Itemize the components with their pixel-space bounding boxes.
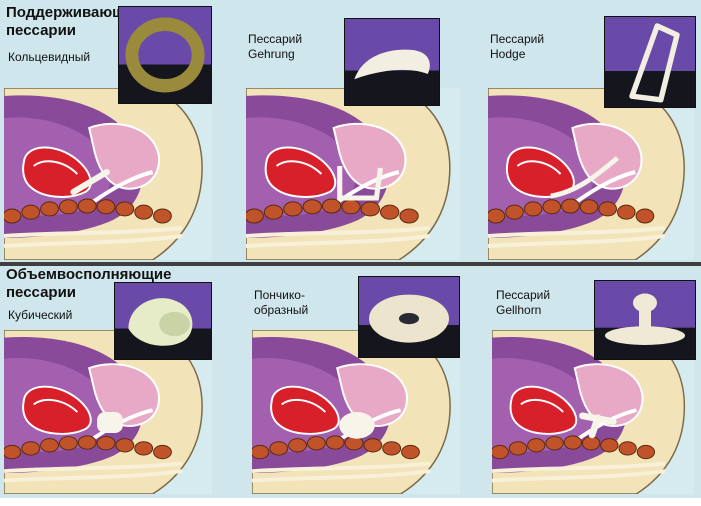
soft-tissue-line <box>4 226 183 238</box>
uterine-cavity <box>33 160 78 175</box>
device-photo <box>605 17 695 107</box>
device-photo <box>359 277 459 357</box>
anatomy-cross-section <box>488 88 685 260</box>
hodge-pessary-photo <box>604 16 696 108</box>
uterine-cavity <box>33 398 78 413</box>
sacrum <box>488 198 655 224</box>
donut-pessary-photo <box>358 276 460 358</box>
soft-tissue-line <box>488 234 665 248</box>
device-photo <box>345 19 439 105</box>
anatomy-cross-section <box>4 330 203 494</box>
bladder <box>88 363 160 427</box>
anatomy-cross-section <box>492 330 686 494</box>
uterine-cavity <box>516 160 562 175</box>
soft-tissue-line <box>4 469 183 483</box>
soft-tissue-line <box>4 461 183 474</box>
uterus <box>22 385 92 435</box>
bladder <box>336 363 408 427</box>
soft-tissue-line <box>246 234 430 248</box>
cube-anatomy-panel <box>4 330 212 494</box>
donut-pessary-hole <box>399 313 419 325</box>
ring-pessary-device <box>125 17 205 93</box>
pessary-in-situ <box>70 169 110 195</box>
uterine-cavity <box>275 160 323 175</box>
soft-tissue-line <box>246 226 430 238</box>
uterus <box>509 385 578 435</box>
device-photo <box>115 283 211 359</box>
gehrung-pessary-label: Пессарий Gehrung <box>248 32 303 61</box>
gellhorn-pessary-photo <box>594 280 696 360</box>
pessary-in-situ <box>339 412 375 439</box>
hodge-pessary-label: Пессарий Hodge <box>490 32 545 61</box>
uterine-cavity <box>520 398 564 413</box>
space-filling-group-title: Объемвосполняющие пессарии <box>6 266 172 301</box>
pessary-in-situ <box>337 166 384 201</box>
ring-anatomy-panel <box>4 88 212 260</box>
anatomy-cross-section <box>4 88 203 260</box>
uterus <box>270 385 340 435</box>
pessary-in-situ <box>579 412 617 439</box>
bladder <box>332 122 407 190</box>
hodge-pessary-device <box>629 23 680 103</box>
cube-pessary-face <box>159 311 190 337</box>
sacrum <box>4 435 172 460</box>
support-group-title: Поддерживающие пессарии <box>6 4 143 39</box>
gehrung-pessary-device <box>354 49 430 80</box>
group-divider <box>0 262 701 266</box>
gellhorn-anatomy-panel <box>492 330 694 494</box>
anatomy-cross-section <box>252 330 451 494</box>
pessary-in-situ <box>550 156 620 199</box>
cube-pessary-label: Кубический <box>8 308 73 322</box>
soft-tissue-line <box>252 469 431 483</box>
gellhorn-pessary-label: Пессарий Gellhorn <box>496 288 551 317</box>
soft-tissue-line <box>492 461 666 474</box>
ring-pessary-photo <box>118 6 212 104</box>
hodge-anatomy-panel <box>488 88 694 260</box>
sacrum <box>252 435 420 460</box>
device-photo <box>119 7 211 103</box>
bladder <box>573 363 644 427</box>
uterine-cavity <box>281 398 326 413</box>
bladder <box>571 122 643 190</box>
donut-pessary-label: Пончико- образный <box>254 288 309 317</box>
soft-tissue-line <box>252 461 431 474</box>
soft-tissue-line <box>492 469 666 483</box>
device-photo <box>595 281 695 359</box>
uterus <box>264 146 337 198</box>
soft-tissue-line <box>488 226 665 238</box>
gellhorn-pessary-knob <box>633 293 657 313</box>
photo-floor <box>605 71 695 107</box>
gellhorn-pessary-stem <box>639 307 651 336</box>
ring-pessary-label: Кольцевидный <box>8 50 91 64</box>
soft-tissue-line <box>4 234 183 248</box>
gehrung-pessary-photo <box>344 18 440 106</box>
uterus <box>22 146 92 198</box>
sacrum <box>492 435 656 460</box>
sacrum <box>246 198 419 224</box>
cube-pessary-photo <box>114 282 212 360</box>
gehrung-anatomy-panel <box>246 88 460 260</box>
anatomy-cross-section <box>246 88 451 260</box>
sacrum <box>4 198 172 224</box>
pessary-in-situ <box>97 412 123 433</box>
